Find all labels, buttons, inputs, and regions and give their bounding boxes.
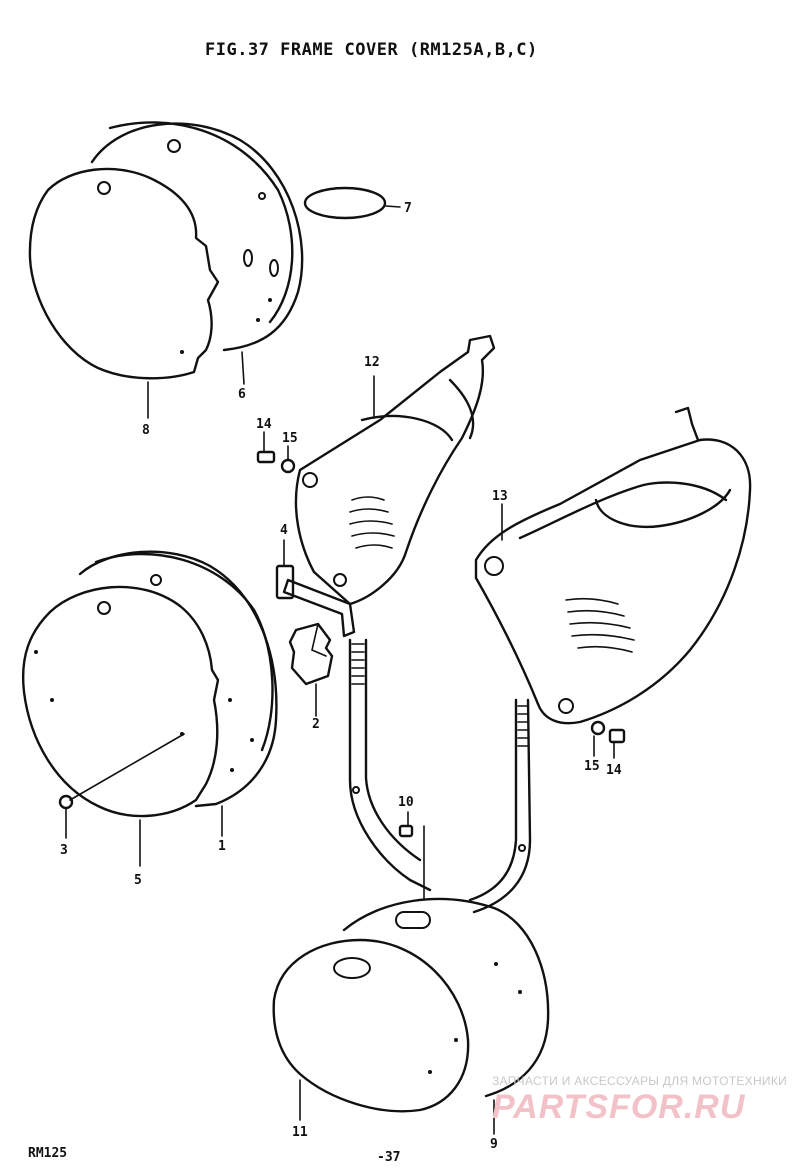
callout-6: 6 [238,387,246,402]
callout-3: 3 [60,843,68,858]
callout-4: 4 [280,523,288,538]
part-12-side-cover [294,334,496,606]
part-8-front-disc [28,167,220,380]
callout-8: 8 [142,423,150,438]
callout-14-left: 14 [256,417,272,432]
callout-11: 11 [292,1125,308,1140]
part-13-side-cover [474,406,752,725]
model-label: RM125 [28,1146,68,1161]
callout-2: 2 [312,717,320,732]
part-10-screw [398,824,425,901]
callout-12: 12 [364,355,380,370]
callout-9: 9 [490,1137,498,1152]
callout-15-right: 15 [584,759,600,774]
callout-13: 13 [492,489,508,504]
part-2-rubber-mount [288,622,334,686]
part-9-strap [348,638,532,914]
figure-title: FIG.37 FRAME COVER (RM125A,B,C) [205,40,538,60]
callout-15-left: 15 [282,431,298,446]
part-14-15-bolt-right [590,720,626,744]
watermark-tagline: ЗАПЧАСТИ И АКСЕССУАРЫ ДЛЯ МОТОТЕХНИКИ [492,1074,788,1088]
callout-labels: 7 6 8 12 14 15 4 13 2 15 14 3 5 1 10 11 … [60,201,622,1152]
leader-lines [65,351,615,1135]
part-1-rear-plate [78,550,278,808]
callout-14-right: 14 [606,763,622,778]
callout-10: 10 [398,795,414,810]
callout-5: 5 [134,873,142,888]
part-7-o-ring [303,186,401,220]
page-number: -37 [377,1150,401,1165]
part-5-front-disc [22,585,220,818]
part-11-bottom-disc [272,897,550,1113]
callout-7: 7 [404,201,412,216]
callout-1: 1 [218,839,226,854]
part-4-strap [275,564,356,638]
watermark-brand: PARTSFOR.RU [492,1088,746,1126]
part-6-rear-plate [90,121,304,352]
